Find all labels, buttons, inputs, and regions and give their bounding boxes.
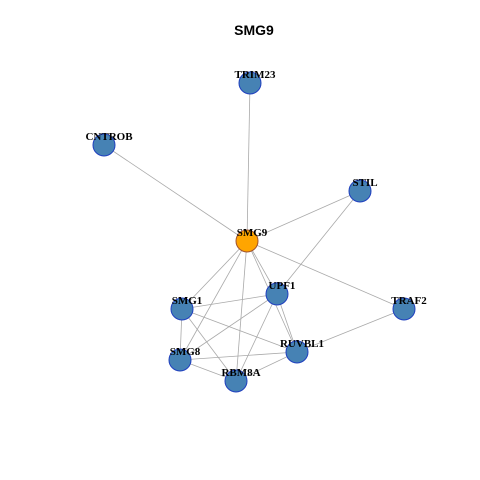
edge-smg1-rbm8a — [181, 308, 237, 382]
edge-smg9-trim23 — [246, 82, 251, 242]
node-label: RUVBL1 — [280, 338, 324, 350]
edge-upf1-smg8 — [179, 293, 278, 361]
node-label: SMG1 — [172, 295, 203, 307]
node-label: SMG9 — [237, 227, 268, 239]
node-label: STIL — [352, 177, 377, 189]
edge-smg8-ruvbl1 — [179, 351, 298, 361]
node-trim23[interactable]: TRIM23 — [235, 69, 276, 95]
edge-smg1-ruvbl1 — [181, 308, 298, 353]
node-smg1[interactable]: SMG1 — [170, 295, 203, 321]
node-circle[interactable] — [170, 297, 194, 321]
edge-smg9-smg8 — [179, 240, 248, 361]
node-rbm8a[interactable]: RBM8A — [221, 367, 261, 393]
node-smg8[interactable]: SMG8 — [168, 346, 201, 372]
node-ruvbl1[interactable]: RUVBL1 — [280, 338, 324, 364]
node-label: UPF1 — [269, 280, 296, 292]
node-label: RBM8A — [221, 367, 260, 379]
node-circle[interactable] — [238, 71, 262, 95]
edges-layer — [103, 82, 405, 382]
node-circle[interactable] — [265, 282, 289, 306]
edge-smg9-smg1 — [181, 240, 248, 310]
node-label: SMG8 — [170, 346, 201, 358]
node-circle[interactable] — [235, 229, 259, 253]
node-stil[interactable]: STIL — [348, 177, 378, 203]
edge-upf1-rbm8a — [235, 293, 278, 382]
edge-smg9-cntrob — [103, 144, 248, 242]
edge-ruvbl1-traf2 — [296, 308, 405, 353]
node-circle[interactable] — [348, 179, 372, 203]
edge-smg9-stil — [246, 190, 361, 242]
node-circle[interactable] — [285, 340, 309, 364]
node-circle[interactable] — [224, 369, 248, 393]
node-cntrob[interactable]: CNTROB — [85, 131, 133, 157]
edge-smg9-traf2 — [246, 240, 405, 310]
node-smg9[interactable]: SMG9 — [235, 227, 268, 253]
node-circle[interactable] — [392, 297, 416, 321]
node-traf2[interactable]: TRAF2 — [391, 295, 427, 321]
node-circle[interactable] — [92, 133, 116, 157]
node-label: CNTROB — [85, 131, 133, 143]
node-circle[interactable] — [168, 348, 192, 372]
node-label: TRIM23 — [235, 69, 276, 81]
edge-smg9-rbm8a — [235, 240, 248, 382]
edge-stil-upf1 — [276, 190, 361, 295]
node-upf1[interactable]: UPF1 — [265, 280, 296, 306]
edge-upf1-smg1 — [181, 293, 278, 310]
graph-title: SMG9 — [234, 22, 274, 38]
node-label: TRAF2 — [391, 295, 427, 307]
